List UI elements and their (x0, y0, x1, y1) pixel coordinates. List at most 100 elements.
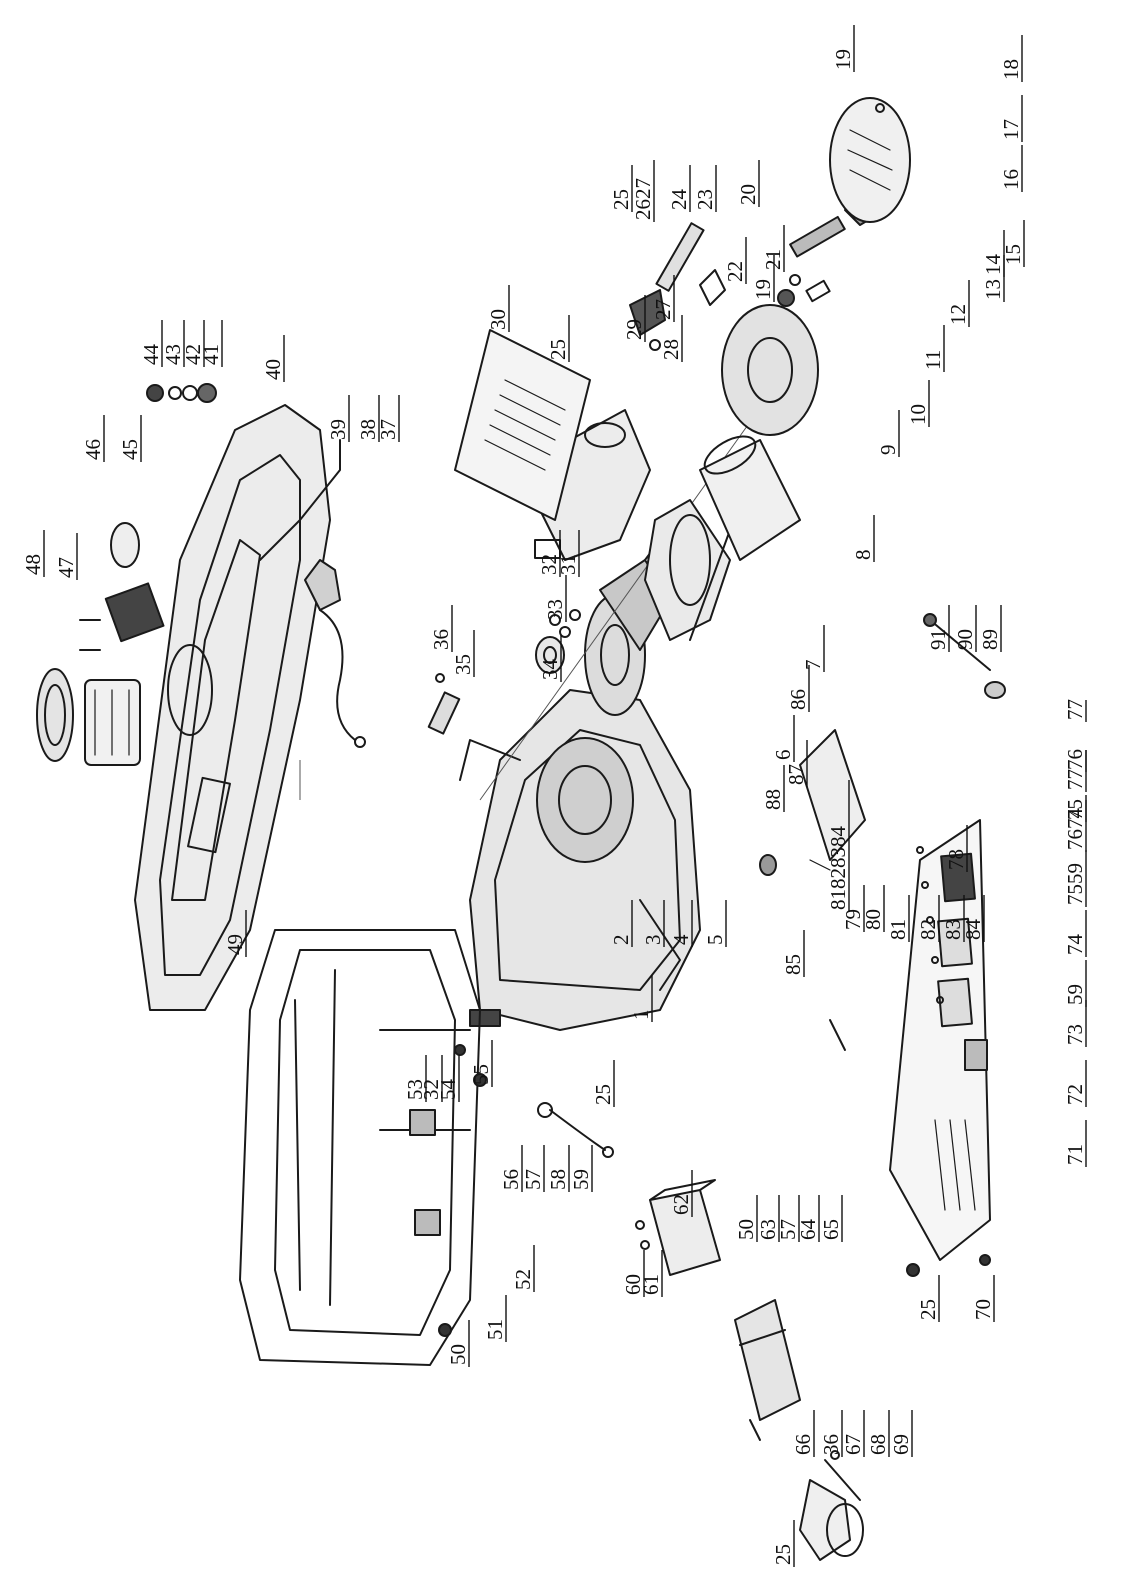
battery-tray (734, 1299, 801, 1441)
callout-number: 67 (841, 1434, 865, 1455)
callout-c25a: 25 (609, 165, 633, 212)
control-panel (889, 819, 991, 1277)
callout-number: 38 (356, 419, 380, 440)
callout-c27: 27 (651, 275, 675, 322)
exhaust-bracket (427, 673, 461, 735)
callout-number: 76 (1063, 749, 1087, 770)
fuel-valve (304, 559, 366, 748)
callout-c87: 87 (784, 740, 808, 787)
callout-number: 7 (801, 660, 825, 671)
callout-number: 24 (667, 189, 691, 211)
callout-number: 59 (569, 1169, 593, 1190)
callout-c86: 86 (786, 665, 810, 712)
callout-c83: 83 (941, 895, 965, 942)
callout-c88: 88 (761, 765, 785, 812)
callout-c19a: 19 (831, 25, 855, 72)
callout-c23: 23 (693, 165, 717, 212)
callout-c89: 89 (978, 605, 1002, 652)
alternator-housing (699, 435, 801, 561)
callout-c71: 71 (1063, 1120, 1087, 1167)
callout-c7: 7 (801, 625, 825, 672)
callout-number: 89 (978, 629, 1002, 650)
callout-number: 90 (953, 629, 977, 650)
callout-number: 83 (941, 919, 965, 940)
callout-c36b: 36 (819, 1410, 843, 1457)
callout-c37: 37 (376, 395, 400, 442)
callout-number: 29 (622, 319, 646, 340)
callout-number: 25 (546, 339, 570, 360)
callout-c2: 2 (609, 900, 633, 947)
callout-number: 35 (451, 654, 475, 675)
callout-c57a: 57 (521, 1145, 545, 1192)
callout-c51: 51 (483, 1295, 507, 1342)
callout-c18: 18 (999, 35, 1023, 82)
callout-c67: 67 (841, 1410, 865, 1457)
callout-c31: 31 (556, 530, 580, 577)
callout-number: 7674 (1063, 808, 1087, 851)
callout-c48: 48 (21, 530, 45, 577)
muffler-shield (454, 329, 591, 521)
callout-number: 57 (521, 1169, 545, 1190)
callout-number: 48 (21, 554, 45, 575)
callout-c19b: 19 (751, 255, 775, 302)
callout-number: 64 (796, 1219, 820, 1241)
callout-c2627: 2627 (631, 160, 655, 222)
callout-number: 82 (916, 919, 940, 940)
callout-c56: 56 (499, 1145, 523, 1192)
callout-c40: 40 (261, 335, 285, 382)
callout-number: 70 (971, 1299, 995, 1320)
callout-c29: 29 (622, 295, 646, 342)
callout-c75: 75 (1063, 799, 1087, 822)
callout-number: 75 (1063, 799, 1087, 820)
callout-number: 25 (771, 1544, 795, 1565)
callout-c58: 58 (546, 1145, 570, 1192)
callout-c85: 85 (781, 930, 805, 977)
callout-c4: 4 (669, 900, 693, 947)
callout-number: 52 (511, 1269, 535, 1290)
callout-c39: 39 (326, 395, 350, 442)
stator (644, 499, 731, 641)
callout-number: 77 (1063, 769, 1087, 790)
callout-number: 65 (819, 1219, 843, 1240)
callout-number: 71 (1063, 1144, 1087, 1165)
callout-number: 7559 (1063, 863, 1087, 905)
callout-number: 11 (921, 350, 945, 370)
callout-c11: 11 (921, 325, 945, 372)
exhaust-gasket (535, 609, 581, 674)
callout-number: 2627 (631, 178, 655, 220)
callout-c54: 54 (436, 1055, 460, 1102)
callout-number: 6 (771, 750, 795, 761)
callout-number: 4 (669, 934, 693, 945)
callout-c25e: 25 (771, 1520, 795, 1567)
callout-number: 81828384 (826, 826, 850, 911)
callout-c25d: 25 (591, 1060, 615, 1107)
end-cover-grille (829, 97, 911, 223)
callout-c52: 52 (511, 1245, 535, 1292)
callout-c8: 8 (851, 515, 875, 562)
callout-c9: 9 (876, 410, 900, 457)
callout-number: 9 (876, 445, 900, 456)
callout-c77b: 77 (1063, 699, 1087, 722)
callout-c57b: 57 (776, 1195, 800, 1242)
callout-c69: 69 (889, 1410, 913, 1457)
callout-number: 50 (734, 1219, 758, 1240)
callout-c70: 70 (971, 1275, 995, 1322)
callout-number: 61 (639, 1274, 663, 1295)
callout-c28: 28 (659, 315, 683, 362)
callout-number: 22 (723, 261, 747, 282)
callout-c1: 1 (629, 975, 653, 1022)
callout-c90: 90 (953, 605, 977, 652)
callout-number: 72 (1063, 1084, 1087, 1105)
callout-number: 32 (537, 554, 561, 575)
callout-number: 25 (591, 1084, 615, 1105)
callout-c42: 42 (181, 320, 205, 367)
rear-cover (721, 304, 819, 436)
callout-number: 85 (781, 954, 805, 975)
callout-c43: 43 (161, 320, 185, 367)
callout-number: 51 (483, 1319, 507, 1340)
callout-c34: 34 (538, 635, 562, 682)
callout-c22: 22 (723, 237, 747, 284)
callout-c73: 73 (1063, 1000, 1087, 1047)
callout-number: 21 (761, 249, 785, 270)
callout-number: 37 (376, 419, 400, 440)
